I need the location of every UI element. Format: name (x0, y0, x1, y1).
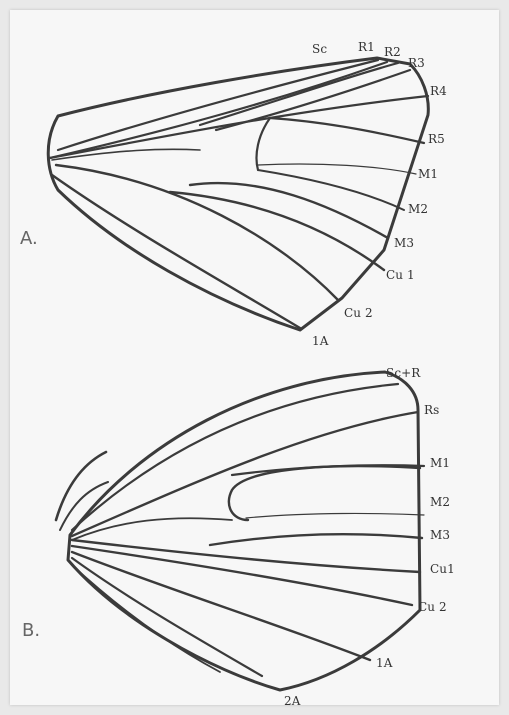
forewing-panel-label: A. (20, 228, 38, 249)
forewing-label-m2: M2 (408, 202, 428, 216)
forewing-label-1a: 1A (312, 334, 329, 348)
forewing-vein-r1 (200, 63, 398, 125)
forewing-label-sc: Sc (312, 42, 327, 56)
forewing-vein-m1 (258, 164, 416, 174)
forewing-vein-m3 (190, 183, 388, 238)
forewing (48, 58, 428, 330)
hindwing (56, 372, 424, 690)
forewing-label-r4: R4 (430, 84, 447, 98)
forewing-vein-r5 (270, 118, 424, 143)
hindwing-panel-label: B. (22, 620, 40, 641)
forewing-label-m3: M3 (394, 236, 414, 250)
hindwing-label-1a: 1A (376, 656, 393, 670)
forewing-vein-cu1 (170, 192, 384, 270)
forewing-label-m1: M1 (418, 167, 438, 181)
hindwing-vein-cu2 (72, 546, 412, 605)
forewing-label-r2: R2 (384, 45, 401, 59)
hindwing-label-m3: M3 (430, 528, 450, 542)
forewing-vein-sc (50, 62, 387, 158)
forewing-label-r5: R5 (428, 132, 445, 146)
hindwing-label-cu1: Cu1 (430, 562, 455, 576)
forewing-vein-m2 (258, 170, 404, 210)
forewing-vein-1a (52, 175, 300, 328)
hindwing-vein-m3 (210, 534, 422, 545)
forewing-base-line (52, 149, 200, 160)
hindwing-label-2a: 2A (284, 694, 301, 708)
hindwing-label-rs: Rs (424, 403, 439, 417)
forewing-label-cu2: Cu 2 (344, 306, 373, 320)
hindwing-discal-cell (229, 466, 420, 520)
forewing-label-cu1: Cu 1 (386, 268, 415, 282)
hindwing-label-m2: M2 (430, 495, 450, 509)
forewing-label-r3: R3 (408, 56, 425, 70)
hindwing-label-m1: M1 (430, 456, 450, 470)
hindwing-label-scr: Sc+R (386, 366, 420, 380)
hindwing-vein-m2 (246, 513, 424, 518)
hindwing-vein-2a (72, 558, 262, 676)
hindwing-vein-cu1 (72, 540, 420, 572)
forewing-label-r1: R1 (358, 40, 375, 54)
forewing-discal-cell (257, 118, 271, 170)
forewing-outline (48, 58, 428, 330)
hindwing-basal-line (72, 518, 232, 540)
hindwing-label-cu2: Cu 2 (418, 600, 447, 614)
